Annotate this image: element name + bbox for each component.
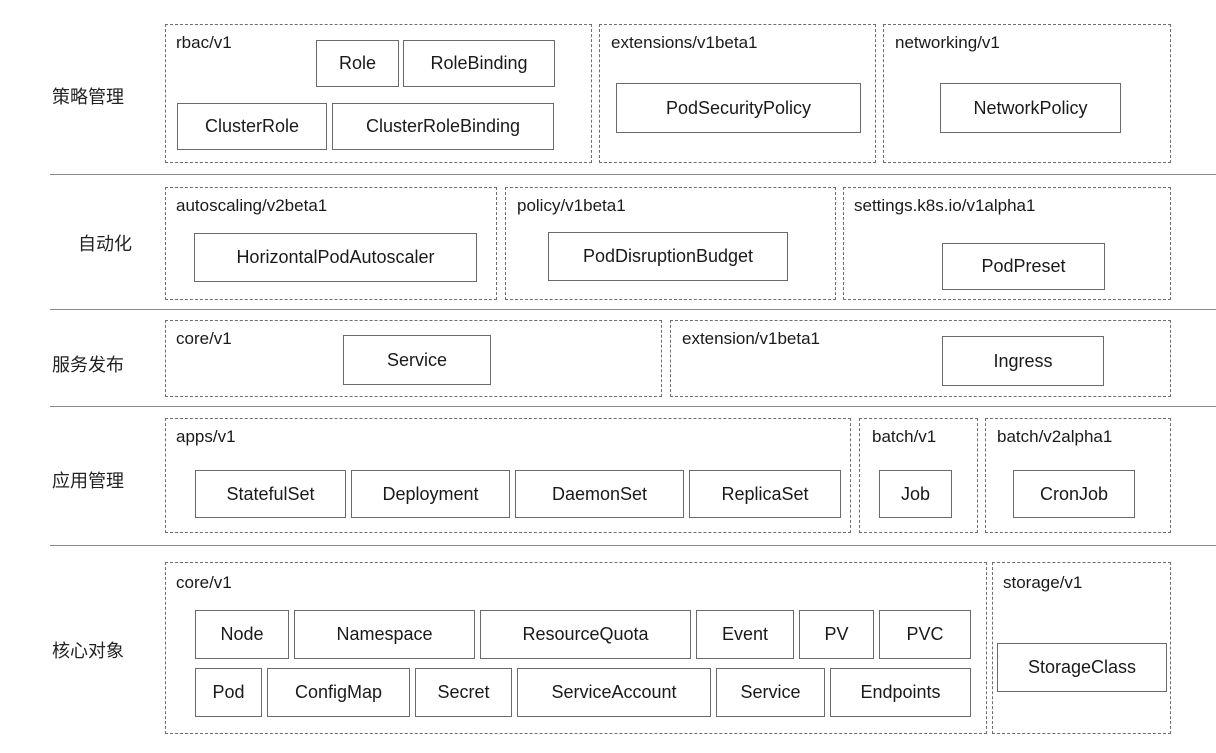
resource-role: Role <box>316 40 399 87</box>
resource-configmap: ConfigMap <box>267 668 410 717</box>
group-title: rbac/v1 <box>176 33 232 52</box>
group-batch-v1: batch/v1 Job <box>859 418 978 533</box>
row-label-service-publishing: 服务发布 <box>52 355 124 376</box>
group-networking-v1: networking/v1 NetworkPolicy <box>883 24 1171 163</box>
resource-networkpolicy: NetworkPolicy <box>940 83 1121 133</box>
group-apps-v1: apps/v1 StatefulSet Deployment DaemonSet… <box>165 418 851 533</box>
row-label-policy-management: 策略管理 <box>52 87 124 108</box>
row-label-automation: 自动化 <box>78 234 132 255</box>
resource-horizontalpodautoscaler: HorizontalPodAutoscaler <box>194 233 477 282</box>
group-title: apps/v1 <box>176 427 236 446</box>
resource-replicaset: ReplicaSet <box>689 470 841 518</box>
row-divider <box>50 406 1216 407</box>
group-title: core/v1 <box>176 329 232 348</box>
resource-clusterrole: ClusterRole <box>177 103 327 150</box>
group-autoscaling-v2beta1: autoscaling/v2beta1 HorizontalPodAutosca… <box>165 187 497 300</box>
group-title: policy/v1beta1 <box>517 196 626 215</box>
resource-ingress: Ingress <box>942 336 1104 386</box>
resource-statefulset: StatefulSet <box>195 470 346 518</box>
group-policy-v1beta1: policy/v1beta1 PodDisruptionBudget <box>505 187 836 300</box>
group-extension-v1beta1: extension/v1beta1 Ingress <box>670 320 1171 397</box>
group-title: batch/v2alpha1 <box>997 427 1113 446</box>
row-divider <box>50 174 1216 175</box>
row-label-app-management: 应用管理 <box>52 471 124 492</box>
row-label-core-objects: 核心对象 <box>52 641 124 662</box>
group-title: batch/v1 <box>872 427 937 446</box>
resource-clusterrolebinding: ClusterRoleBinding <box>332 103 554 150</box>
resource-job: Job <box>879 470 952 518</box>
row-divider <box>50 545 1216 546</box>
group-title: autoscaling/v2beta1 <box>176 196 328 215</box>
group-extensions-v1beta1: extensions/v1beta1 PodSecurityPolicy <box>599 24 876 163</box>
resource-cronjob: CronJob <box>1013 470 1135 518</box>
resource-pod: Pod <box>195 668 262 717</box>
resource-poddisruptionbudget: PodDisruptionBudget <box>548 232 788 281</box>
resource-deployment: Deployment <box>351 470 510 518</box>
resource-service-core: Service <box>716 668 825 717</box>
group-title: settings.k8s.io/v1alpha1 <box>854 196 1036 215</box>
group-settings-k8s-io-v1alpha1: settings.k8s.io/v1alpha1 PodPreset <box>843 187 1171 300</box>
resource-daemonset: DaemonSet <box>515 470 684 518</box>
resource-service: Service <box>343 335 491 385</box>
resource-secret: Secret <box>415 668 512 717</box>
group-batch-v2alpha1: batch/v2alpha1 CronJob <box>985 418 1171 533</box>
row-divider <box>50 309 1216 310</box>
resource-podsecuritypolicy: PodSecurityPolicy <box>616 83 861 133</box>
resource-pvc: PVC <box>879 610 971 659</box>
group-storage-v1: storage/v1 StorageClass <box>992 562 1171 734</box>
group-core-v1: core/v1 Node Namespace ResourceQuota Eve… <box>165 562 987 734</box>
group-title: networking/v1 <box>895 33 1000 52</box>
resource-resourcequota: ResourceQuota <box>480 610 691 659</box>
group-title: extension/v1beta1 <box>682 329 820 348</box>
resource-rolebinding: RoleBinding <box>403 40 555 87</box>
resource-podpreset: PodPreset <box>942 243 1105 290</box>
group-title: core/v1 <box>176 573 232 592</box>
resource-serviceaccount: ServiceAccount <box>517 668 711 717</box>
resource-node: Node <box>195 610 289 659</box>
resource-endpoints: Endpoints <box>830 668 971 717</box>
group-rbac-v1: rbac/v1 Role RoleBinding ClusterRole Clu… <box>165 24 592 163</box>
group-title: extensions/v1beta1 <box>611 33 758 52</box>
resource-namespace: Namespace <box>294 610 475 659</box>
group-core-v1-service: core/v1 Service <box>165 320 662 397</box>
group-title: storage/v1 <box>1003 573 1083 592</box>
resource-storageclass: StorageClass <box>997 643 1167 692</box>
resource-event: Event <box>696 610 794 659</box>
resource-pv: PV <box>799 610 874 659</box>
